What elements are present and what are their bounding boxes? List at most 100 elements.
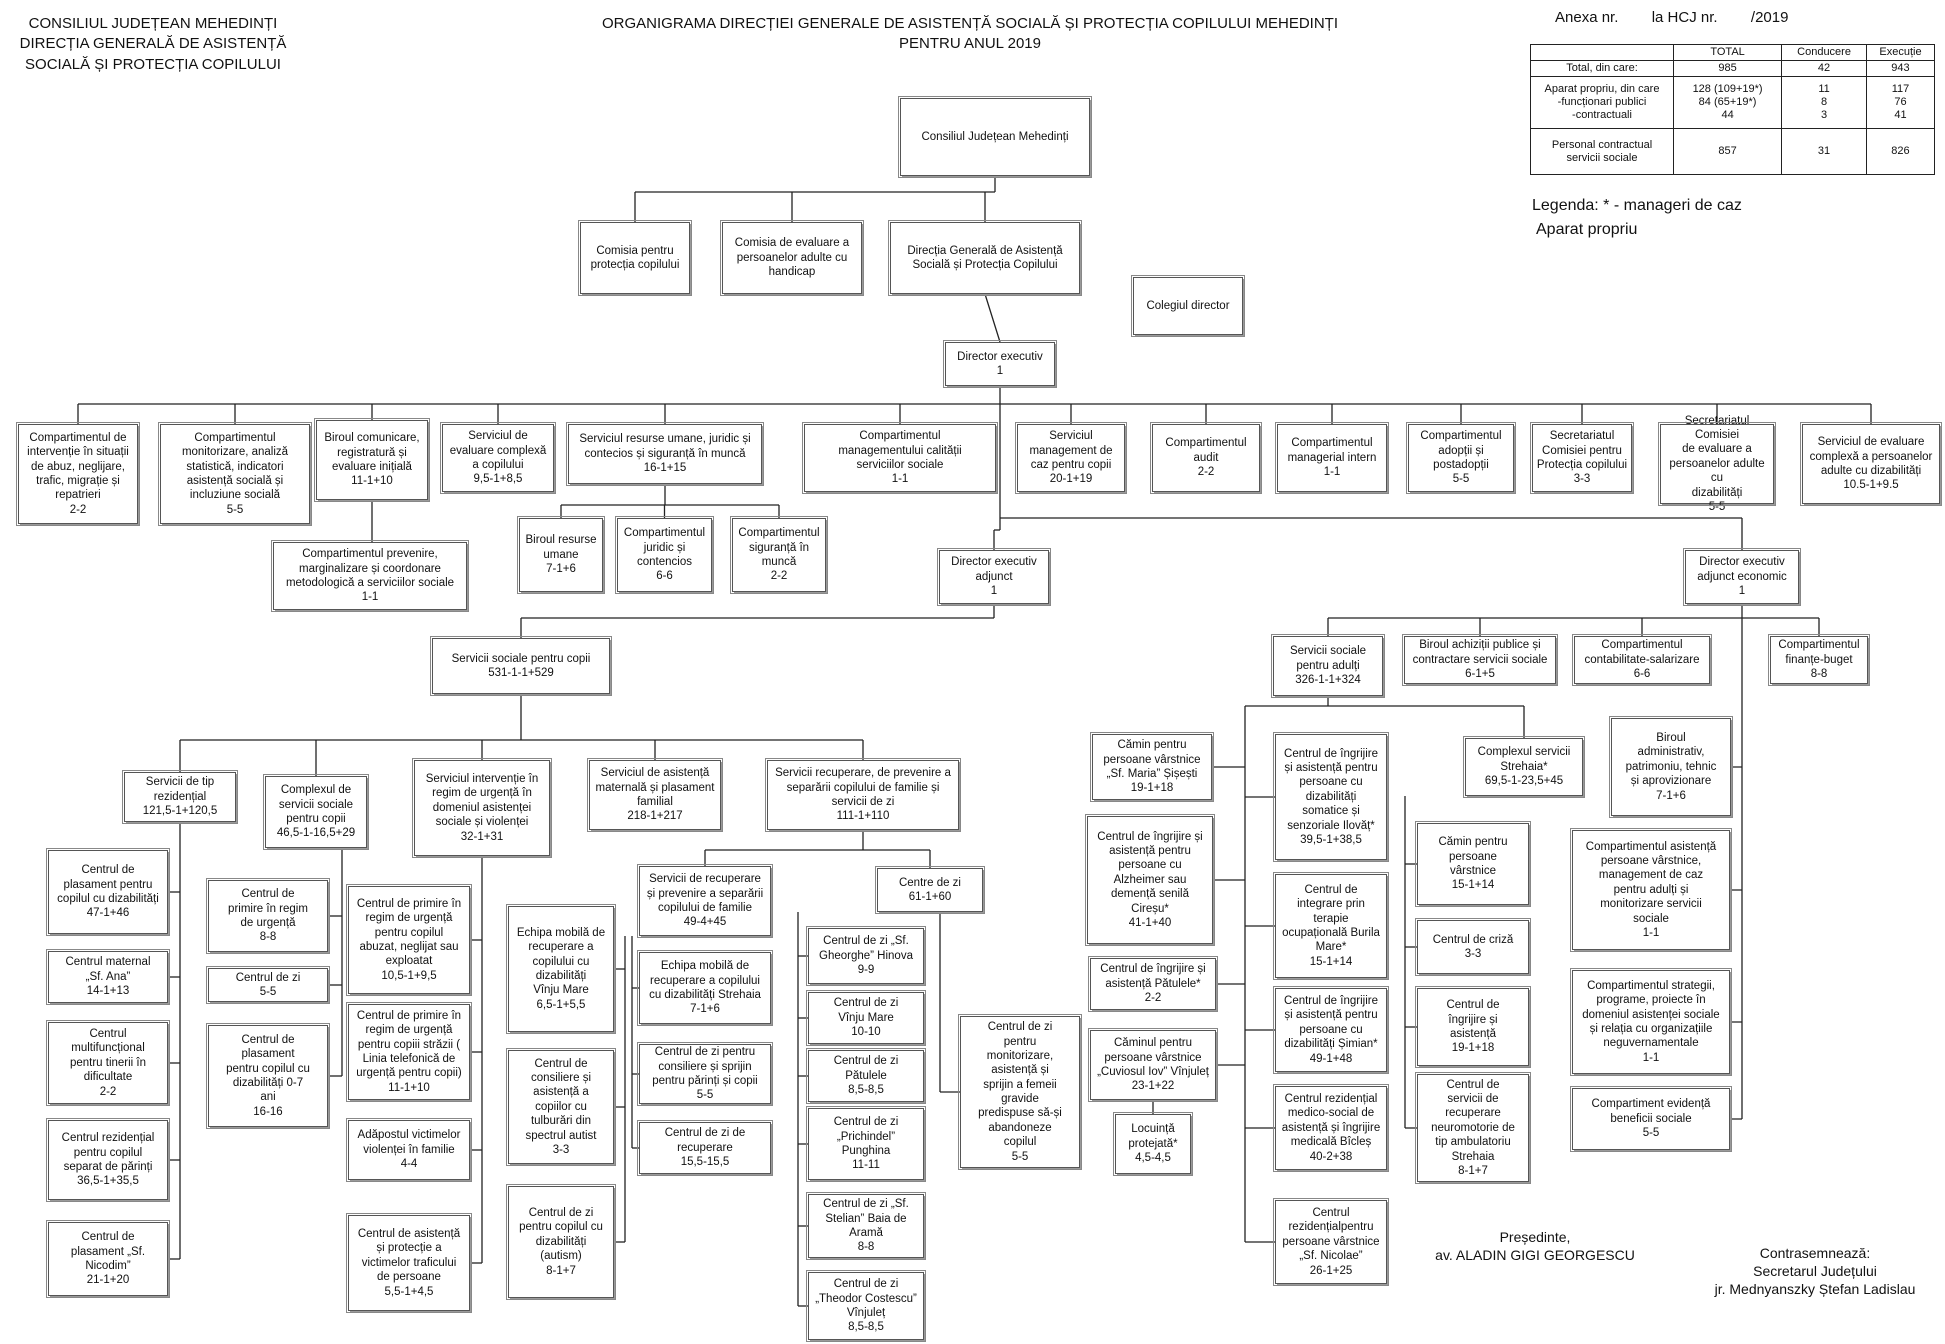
org-unit-name: Serviciul intervenție în regim de urgenț…: [425, 773, 539, 829]
org-unit-ciaz: Compartimentul de intervenție în situați…: [16, 422, 140, 526]
annex-reference: Anexa nr. la HCJ nr. /2019: [1555, 9, 1789, 26]
org-unit-css: Complexul servicii Strehaia* 69,5-1-23,5+…: [1463, 736, 1585, 798]
org-unit-name: Centre de zi: [898, 876, 961, 889]
org-unit-name: Centrul de primire în regim de urgență p…: [356, 897, 462, 968]
org-unit-ciail: Centrul de îngrijire și asistență pentru…: [1273, 732, 1389, 862]
org-unit-capvt: Centrul de asistență și protecție a vict…: [346, 1213, 472, 1313]
org-unit-czcs: Centrul de zi pentru consiliere și sprij…: [637, 1042, 773, 1106]
org-unit-name: Centrul de criză: [1432, 933, 1514, 946]
org-unit-crmb: Centrul rezidențial medico-social de asi…: [1273, 1084, 1389, 1172]
org-unit-staff-count: 15,5-15,5: [680, 1156, 730, 1169]
org-unit-name: Compartimentul prevenire, marginalizare …: [285, 548, 455, 589]
org-unit-name: Director executiv adjunct: [951, 556, 1037, 583]
org-unit-name: Centrul de zi „Theodor Costescu” Vînjule…: [815, 1278, 917, 1319]
org-unit-name: Centrul de primire în regim de urgență: [228, 888, 308, 929]
secretary-signature: Contrasemnează: Secretarul Județului jr.…: [1714, 1245, 1916, 1298]
org-unit-staff-count: 69,5-1-23,5+45: [1484, 775, 1564, 788]
org-unit-name: Cămin pentru persoane vârstnice „Sf. Mar…: [1103, 739, 1201, 780]
issuer-header: CONSILIUL JUDEȚEAN MEHEDINȚI DIRECȚIA GE…: [19, 15, 287, 73]
org-unit-name: Compartimentul adopții și postadopții: [1420, 430, 1502, 471]
org-unit-name: Centrul de zi „Sf. Stelian” Baia de Aram…: [823, 1198, 909, 1239]
org-unit-staff-count: 8-8: [259, 931, 277, 944]
org-unit-name: Centrul de îngrijire și asistență pentru…: [1097, 830, 1203, 915]
summary-cell: 31: [1781, 128, 1867, 176]
org-unit-sec: Serviciul de evaluare complexă a copilul…: [440, 422, 556, 494]
org-unit-name: Centrul de integrare prin terapie ocupaț…: [1282, 883, 1380, 954]
org-unit-staff-count: 15-1+14: [1309, 955, 1353, 968]
org-unit-name: Centrul de zi Vînju Mare: [833, 997, 899, 1024]
org-unit-ceph: Comisia de evaluare a persoanelor adulte…: [720, 220, 864, 296]
legend-aparat-propriu: Aparat propriu: [1536, 221, 1638, 238]
org-unit-czaut: Centrul de zi pentru copilul cu dizabili…: [506, 1184, 616, 1300]
org-unit-cpvci: Căminul pentru persoane vârstnice „Cuvio…: [1088, 1028, 1218, 1102]
org-unit-staff-count: 23-1+22: [1131, 1080, 1175, 1093]
org-unit-staff-count: 11-1+10: [351, 475, 393, 488]
summary-row: Total, din care: 985 42 943: [1530, 60, 1936, 78]
org-unit-name: Locuință protejată*: [1128, 1123, 1178, 1150]
org-unit-emst: Echipa mobilă de recuperare a copilului …: [637, 950, 773, 1026]
org-unit-name: Complexul servicii Strehaia*: [1477, 746, 1571, 773]
org-unit-staff-count: 10.5-1+9.5: [1843, 479, 1899, 492]
org-unit-name: Compartimentul strategii, programe, proi…: [1582, 979, 1720, 1050]
org-unit-cmc: Compartimentul managementului calității …: [802, 422, 998, 494]
org-unit-staff-count: 61-1+60: [908, 891, 952, 903]
org-unit-staff-count: 5-5: [696, 1089, 714, 1102]
org-unit-secad: Serviciul de evaluare complexă a persoan…: [1800, 422, 1942, 506]
org-unit-name: Echipa mobilă de recuperare a copilului …: [649, 960, 761, 1001]
org-unit-name: Director executiv adjunct economic: [1697, 556, 1787, 583]
org-unit-staff-count: 8,5-8,5: [848, 1321, 884, 1334]
org-unit-name: Compartimentul asistență persoane vârstn…: [1585, 840, 1717, 925]
org-unit-name: Centrul de îngrijire și asistență Pătule…: [1100, 963, 1206, 990]
org-unit-staff-count: 10,5-1+9,5: [381, 969, 437, 982]
org-unit-staff-count: 6-6: [1633, 668, 1651, 681]
org-unit-bcr: Biroul comunicare, registratură și evalu…: [314, 418, 430, 502]
org-unit-staff-count: 5-5: [1708, 500, 1726, 513]
org-unit-ciasi: Centrul de îngrijire și asistență pentru…: [1273, 986, 1389, 1074]
org-unit-avvf: Adăpostul victimelor violenței în famili…: [346, 1118, 472, 1182]
org-unit-name: Servicii sociale pentru adulți: [1289, 645, 1367, 672]
org-unit-siru: Serviciul intervenție în regim de urgenț…: [412, 758, 552, 858]
org-unit-staff-count: 7-1+6: [690, 1003, 720, 1016]
org-unit-staff-count: 3-3: [1573, 473, 1591, 486]
org-unit-staff-count: 5-5: [1452, 473, 1470, 486]
org-unit-srpsf: Servicii de recuperare și prevenire a se…: [637, 864, 773, 938]
org-unit-name: Centrul de servicii de recuperare neurom…: [1431, 1078, 1515, 1163]
org-unit-name: Secretariatul Comisiei de evaluare a per…: [1669, 414, 1765, 499]
org-unit-name: Centrul de asistență și protecție a vict…: [357, 1228, 461, 1284]
org-unit-name: Compartimentul siguranță în muncă: [738, 527, 820, 568]
org-unit-staff-count: 2-2: [69, 503, 87, 516]
org-unit-staff-count: 7-1+6: [1656, 789, 1686, 802]
org-unit-staff-count: 47-1+46: [86, 907, 130, 920]
org-unit-staff-count: 16-16: [253, 1105, 283, 1118]
org-unit-samp: Serviciul de asistență maternală și plas…: [587, 758, 723, 832]
summary-cell: 42: [1781, 60, 1867, 78]
org-unit-name: Colegiul director: [1146, 299, 1230, 312]
org-unit-citb: Centrul de integrare prin terapie ocupaț…: [1273, 872, 1389, 980]
org-unit-name: Centrul de zi pentru copilul cu dizabili…: [519, 1207, 603, 1263]
org-unit-name: Centrul rezidențialpentru persoane vârst…: [1282, 1207, 1380, 1263]
summary-header-row: TOTAL Conducere Execuție: [1530, 43, 1936, 62]
org-unit-name: Adăpostul victimelor violenței în famili…: [357, 1129, 461, 1156]
org-unit-staff-count: 7-1+6: [546, 563, 576, 576]
org-unit-staff-count: 9-9: [857, 964, 875, 977]
org-unit-staff-count: 10-10: [851, 1026, 881, 1039]
org-unit-srps: Servicii recuperare, de prevenire a sepa…: [765, 758, 961, 832]
org-unit-staff-count: 1: [1738, 585, 1746, 598]
summary-header-cell: Conducere: [1781, 43, 1867, 62]
org-unit-name: Centrul de zi: [235, 971, 301, 984]
org-unit-staff-count: 9,5-1+8,5: [473, 473, 523, 486]
org-unit-staff-count: 3-3: [552, 1143, 570, 1156]
org-unit-staff-count: 20-1+19: [1049, 473, 1093, 486]
org-unit-staff-count: 49-4+45: [683, 916, 727, 929]
org-unit-staff-count: 4,5-4,5: [1135, 1152, 1171, 1165]
org-unit-name: Centrul de îngrijire și asistență pentru…: [1284, 747, 1378, 832]
